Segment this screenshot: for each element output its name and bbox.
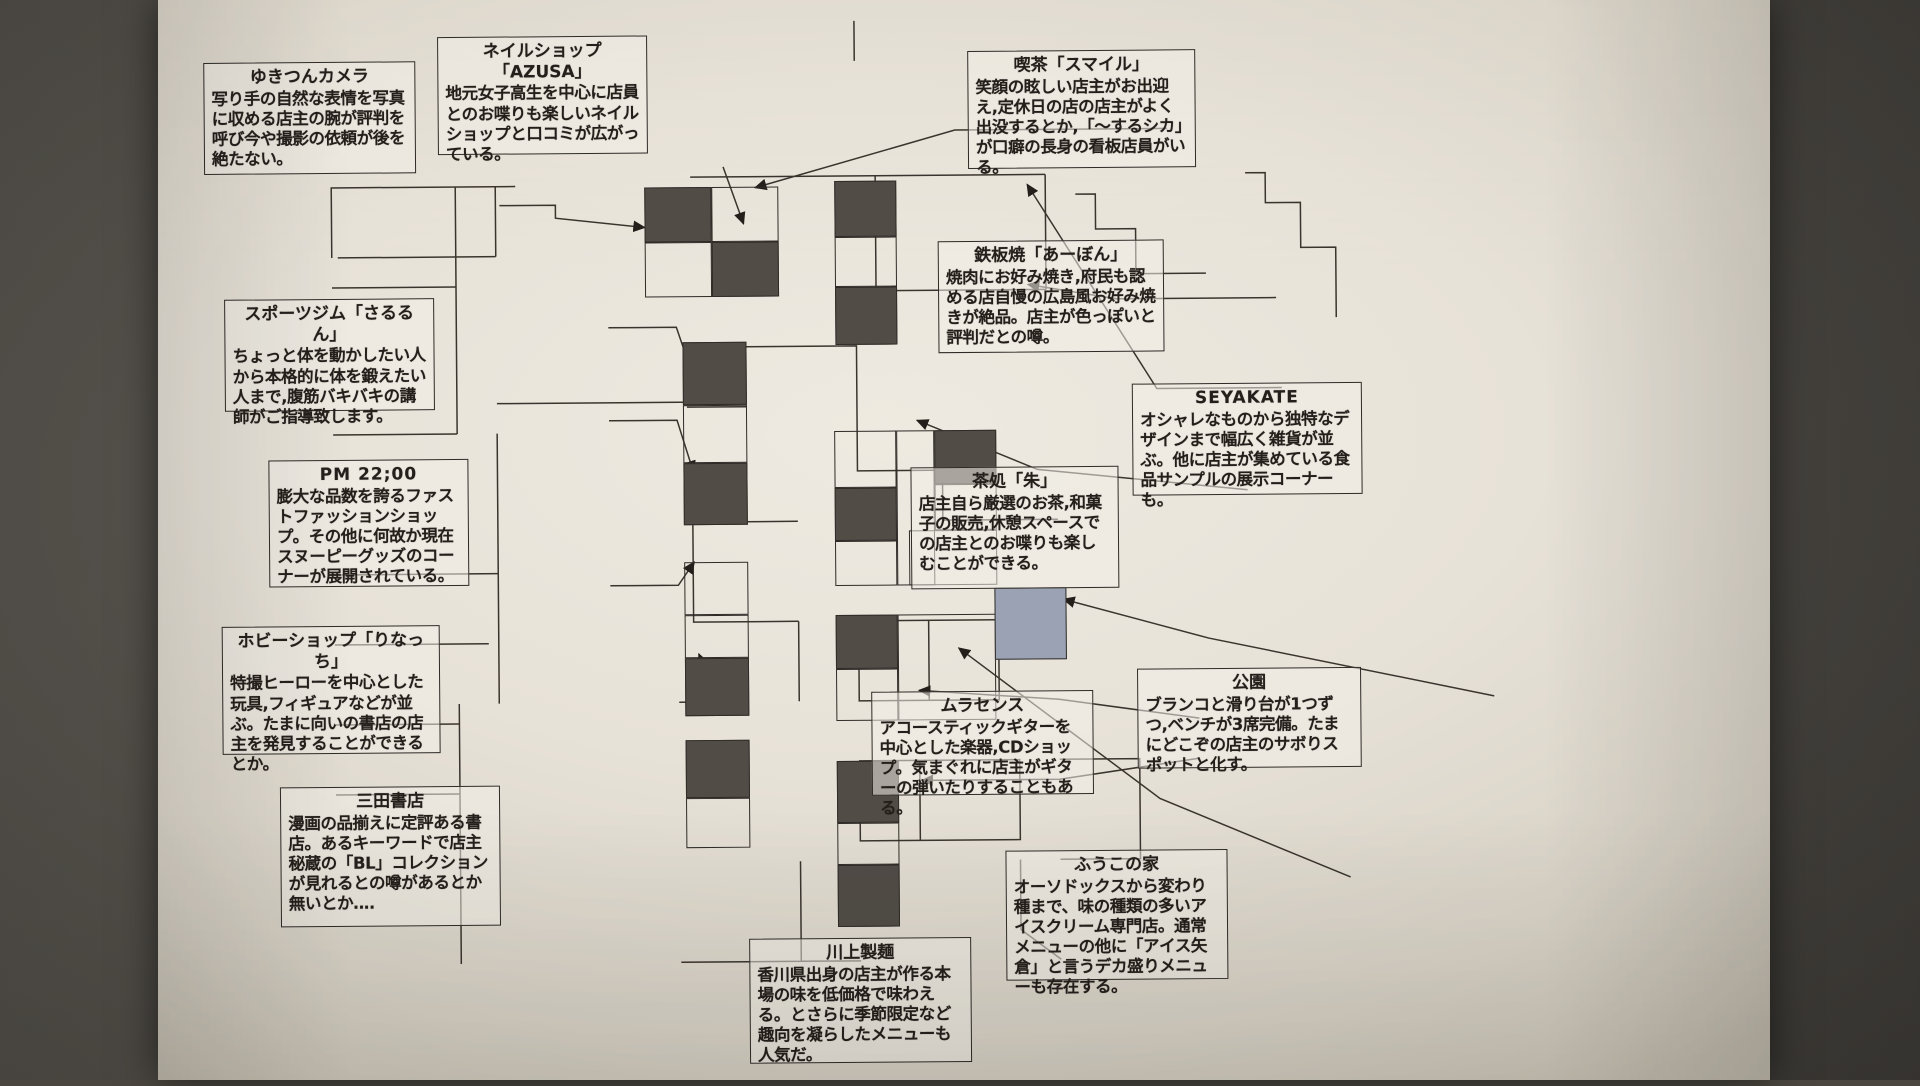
callout-title: 喫茶「スマイル」 [1013,54,1150,76]
callout-title: ゆきつんカメラ [249,66,369,88]
callout-body: オーソドックスから変わり種まで、味の種類の多いアイスクリーム専門店。通常メニュー… [1013,875,1208,997]
callout-body: ブランコと滑り台が1つずつ,ベンチが3席完備。たまにどこぞの店主のサボりスポット… [1145,693,1340,775]
callout-body: アコースティックギターを中心とした楽器,CDショップ。気まぐれに店主がギターの弾… [879,716,1074,818]
map-block-dark [834,180,897,238]
callout-body: オシャレなものから独特なデザインまで幅広く雑貨が並ぶ。他に店主が集めている食品サ… [1139,408,1350,510]
callout-body: 膨大な品数を誇るファストファッションショップ。その他に何故か現在スヌーピーグッズ… [276,485,455,587]
callout-title: 茶処「朱」 [971,471,1058,492]
callout-title: ホビーショップ「りなっち」 [237,630,425,672]
callout-title: 川上製麺 [826,942,895,964]
map-block-dark [834,487,898,542]
map-block-dark [684,657,750,717]
callout-title: 公園 [1232,672,1267,693]
callout-title: スポーツジム「さるるん」 [244,303,415,345]
map-block-light [834,430,897,489]
map-block-light [835,540,898,587]
map-block-dark [835,614,899,670]
callout-chadokoro-aka[interactable]: 茶処「朱」 店主自ら厳選のお茶,和菓子の販売,休憩スペースでの店主とのお喋りも楽… [910,465,1120,590]
paper-sheet: ゆきつんカメラ 写り手の自然な表情を写真に収める店主の腕が評判を呼び今や撮影の依… [158,0,1770,1080]
callout-body: 店主自ら厳選のお茶,和菓子の販売,休憩スペースでの店主とのお喋りも楽しむことがで… [918,492,1102,574]
callout-body: 写り手の自然な表情を写真に収める店主の腕が評判を呼び今や撮影の依頼が後を絶たない… [211,88,406,170]
callout-nail-shop-azusa[interactable]: ネイルショップ「AZUSA」 地元女子高生を中心に店員とのお喋りも楽しいネイルシ… [437,35,648,164]
callout-kouen[interactable]: 公園 ブランコと滑り台が1つずつ,ベンチが3席完備。たまにどこぞの店主のサボりス… [1137,666,1362,775]
callout-body: 特撮ヒーローを中心とした玩具,フィギュアなどが並ぶ。たまに向いの書店の店主を発見… [230,672,424,774]
callout-body: ちょっと体を動かしたい人から本格的に体を鍛えたい人まで,腹筋バキバキの講師がご指… [232,345,426,427]
callout-kawakami-seimen[interactable]: 川上製麺 香川県出身の店主が作る本場の味を低価格で味わえる。とさらに季節限定など… [749,936,973,1065]
callout-body: 焼肉にお好み焼き,府民も認める店自慢の広島風お好み焼きが絶品。店主が色っぽいと評… [945,266,1156,348]
map-block-dark [682,341,747,406]
map-block-light [684,614,749,659]
callout-fuuko-no-ie[interactable]: ふうこの家 オーソドックスから変わり種まで、味の種類の多いアイスクリーム専門店。… [1005,848,1229,997]
map-block-dark [685,739,751,799]
map-block-dark [711,241,780,297]
callout-title: SEYAKATE [1194,387,1299,409]
callout-mita-shoten[interactable]: 三田書店 漫画の品揃えに定評ある書店。あるキーワードで店主秘蔵の「BL」コレクシ… [279,785,502,928]
callout-title: 鉄板焼「あーぼん」 [974,244,1128,266]
callout-body: 漫画の品揃えに定評ある書店。あるキーワードで店主秘蔵の「BL」コレクションが見れ… [288,812,488,914]
callout-hobby-shop-rinacchi[interactable]: ホビーショップ「りなっち」 特撮ヒーローを中心とした玩具,フィギュアなどが並ぶ。… [221,625,441,774]
map-block-light [837,822,900,866]
callout-yukitsun-camera[interactable]: ゆきつんカメラ 写り手の自然な表情を写真に収める店主の腕が評判を呼び今や撮影の依… [203,61,417,175]
callout-title: PM 22;00 [319,464,418,486]
callout-kissa-smile[interactable]: 喫茶「スマイル」 笑顔の眩しい店主がお出迎え,定休日の店の店主がよく出没するとか… [967,49,1197,177]
map-block-dark [644,186,712,243]
map-block-dark [837,864,901,928]
map-block-light [711,186,779,242]
callout-body: 香川県出身の店主が作る本場の味を低価格で味わえる。とさらに季節限定など趣向を凝ら… [757,963,952,1065]
callout-title: ムラセンス [940,695,1025,717]
map-artwork: ゆきつんカメラ 写り手の自然な表情を写真に収める店主の腕が評判を呼び今や撮影の依… [154,0,1774,1086]
callout-seyakate[interactable]: SEYAKATE オシャレなものから独特なデザインまで幅広く雑貨が並ぶ。他に店主… [1131,381,1363,510]
map-block-light [682,404,748,464]
callout-title: ネイルショップ「AZUSA」 [482,40,602,83]
map-block-dark [835,286,898,346]
callout-murasensu[interactable]: ムラセンス アコースティックギターを中心とした楽器,CDショップ。気まぐれに店主… [871,689,1094,818]
map-block-dark [683,462,748,526]
callout-sports-gym-sarurun[interactable]: スポーツジム「さるるん」 ちょっと体を動かしたい人から本格的に体を鍛えたい人まで… [224,298,435,427]
map-block-light [644,241,713,298]
callout-body: 笑顔の眩しい店主がお出迎え,定休日の店の店主がよく出没するとか,「〜するシカ」が… [975,76,1186,178]
callout-body: 地元女子高生を中心に店員とのお喋りも楽しいネイルショップと口コミが広がっている。 [445,83,640,164]
callout-title: 三田書店 [355,791,425,812]
callout-teppanyaki-aabon[interactable]: 鉄板焼「あーぼん」 焼肉にお好み焼き,府民も認める店自慢の広島風お好み焼きが絶品… [937,239,1165,354]
map-block-light [686,797,751,849]
map-block-light [834,236,898,288]
map-block-light [684,561,749,616]
map-block-park [994,587,1067,660]
callout-title: ふうこの家 [1073,854,1160,876]
callout-pm-2200[interactable]: PM 22;00 膨大な品数を誇るファストファッションショップ。その他に何故か現… [268,458,470,588]
